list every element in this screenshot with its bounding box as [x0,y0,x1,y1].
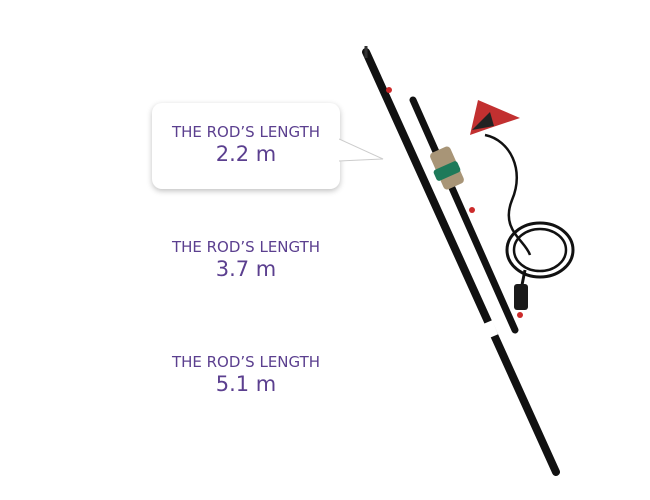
rod-length-value: 3.7 m [215,257,277,281]
rod-length-option-5-1m[interactable]: THE ROD’S LENGTH 5.1 m [152,327,340,413]
rod-length-option-3-7m[interactable]: THE ROD’S LENGTH 3.7 m [152,212,340,298]
rod-length-label: THE ROD’S LENGTH [171,123,321,141]
rod-length-value: 2.2 m [215,142,277,166]
rod-length-option-2-2m[interactable]: THE ROD’S LENGTH 2.2 m [152,103,340,189]
rod-length-label: THE ROD’S LENGTH [171,353,321,371]
rod-length-label: THE ROD’S LENGTH [171,238,321,256]
callout-pointer [339,138,384,162]
rod-length-value: 5.1 m [215,372,277,396]
